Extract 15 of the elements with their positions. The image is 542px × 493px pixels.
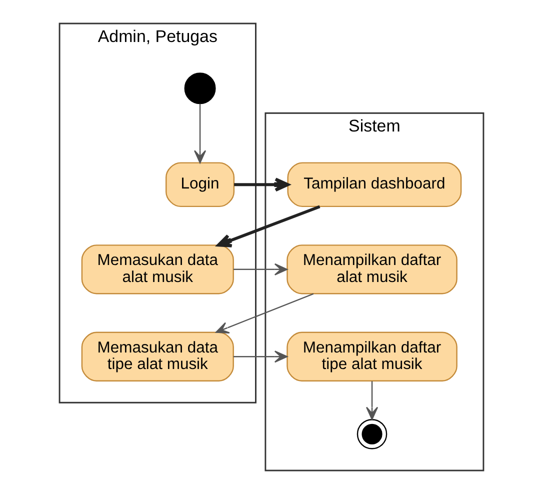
arrow xyxy=(193,103,206,163)
node-box: Menampilkan daftar tipe alat musik xyxy=(286,331,457,381)
arrow xyxy=(365,380,378,420)
node-box: Tampilan dashboard xyxy=(286,162,462,207)
arrow xyxy=(234,177,289,192)
arrow xyxy=(216,204,320,247)
node-box: Menampilkan daftar alat musik xyxy=(286,244,457,294)
arrow xyxy=(232,350,288,362)
node-circle xyxy=(184,72,216,104)
node-circle xyxy=(356,418,387,449)
node-box: Login xyxy=(165,162,234,207)
arrow xyxy=(215,292,314,333)
arrow xyxy=(232,262,288,275)
node-box: Memasukan data tipe alat musik xyxy=(80,331,234,381)
node-box: Memasukan data alat musik xyxy=(80,244,234,294)
